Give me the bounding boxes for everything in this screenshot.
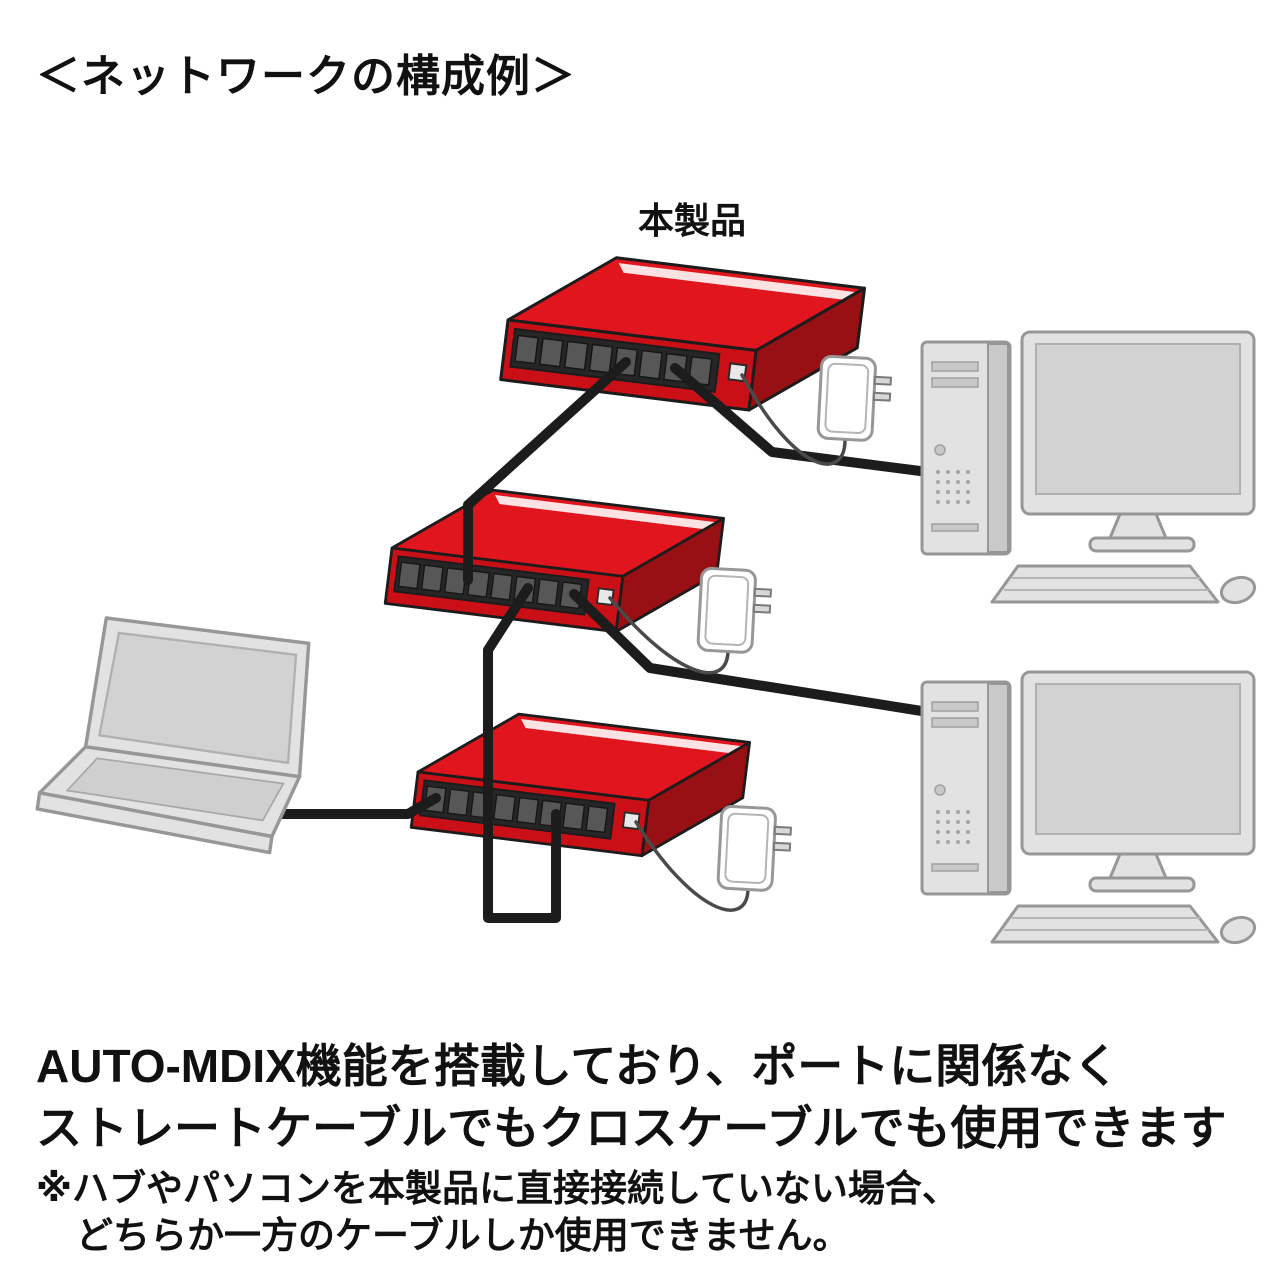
caption-line-2: ストレートケーブルでもクロスケーブルでも使用できます (36, 1102, 1227, 1154)
desktop-pc-bottom (920, 670, 1260, 949)
ac-adapter-middle (696, 566, 774, 656)
caption-line-1: AUTO-MDIX機能を搭載しており、ポートに関係なく (36, 1040, 1120, 1092)
desktop-pc-top (920, 330, 1260, 609)
product-label: 本製品 (638, 200, 747, 241)
ac-adapter-bottom (716, 804, 794, 894)
page-title: ＜ネットワークの構成例＞ (36, 52, 576, 101)
ac-adapter-top (816, 354, 894, 444)
network-switch-bottom (409, 701, 751, 869)
power-cord-middle (608, 596, 730, 675)
power-cord-top (740, 373, 847, 466)
ethernet-cable-laptop-to-bottom (257, 793, 441, 819)
ethernet-cable-middle-to-desktop (569, 589, 933, 717)
ethernet-cable-middle-to-bottom (483, 583, 561, 923)
caption-note-1: ※ハブやパソコンを本製品に直接接続していない場合、 (36, 1168, 959, 1209)
laptop (35, 616, 311, 855)
caption-note-2: どちらか一方のケーブルしか使用できません。 (76, 1215, 850, 1256)
network-switch-top (499, 244, 867, 424)
network-switch-middle (383, 477, 725, 645)
power-cord-bottom (634, 820, 750, 912)
ethernet-cable-top-to-desktop (670, 363, 933, 477)
ethernet-cable-top-to-middle (463, 357, 631, 585)
